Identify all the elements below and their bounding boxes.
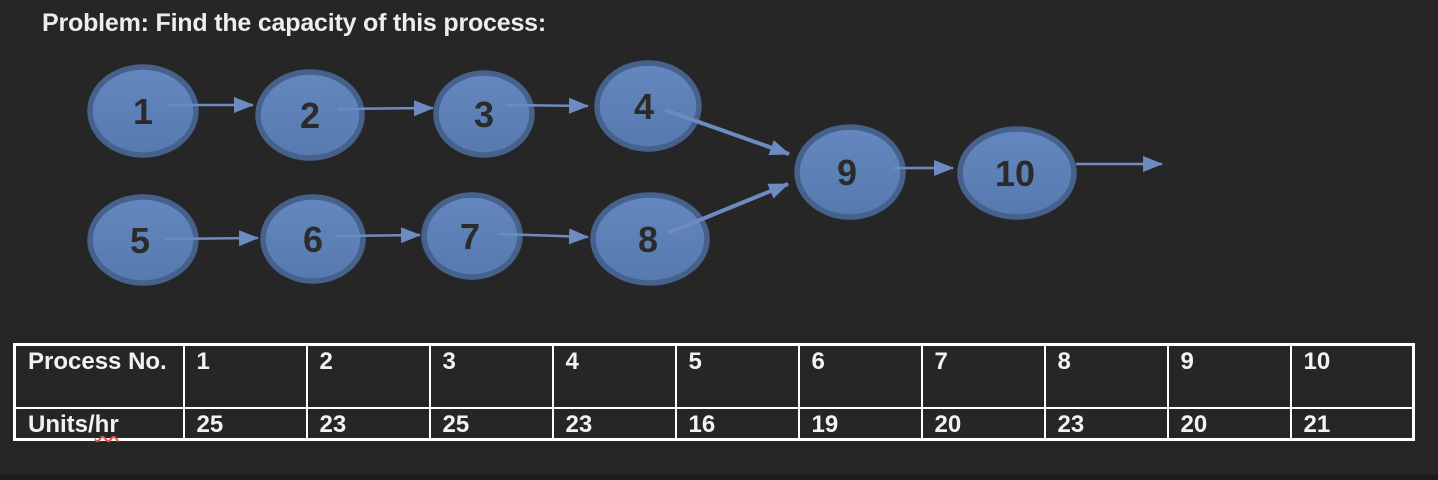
node-ellipse [87,64,199,158]
cell-units-3[interactable]: 25 [428,406,554,441]
connector-7-8 [498,228,589,245]
cell-units-7[interactable]: 20 [920,406,1046,441]
cell-process-3[interactable]: 3 [428,343,554,409]
process-table: Process No. 1 2 3 4 5 6 7 8 9 10 Units/h… [13,343,1415,442]
cell-units-5[interactable]: 16 [674,406,800,441]
cell-units-6[interactable]: 19 [797,406,923,441]
cell-units-1[interactable]: 25 [182,406,308,441]
node-label: 3 [474,94,494,135]
table-row-units-hr: Units/hr 25 23 25 23 16 19 20 23 20 21 [13,406,1415,441]
node-label: 7 [460,216,480,257]
node-ellipse [594,60,702,152]
process-node-5[interactable]: 5 [87,194,199,286]
node-label: 4 [634,86,654,127]
process-node-6[interactable]: 6 [260,194,366,284]
cell-units-9[interactable]: 20 [1166,406,1292,441]
process-node-4[interactable]: 4 [594,60,702,152]
cell-units-hr-header[interactable]: Units/hr [13,406,185,441]
process-node-10[interactable]: 10 [957,126,1077,220]
node-label: 10 [995,153,1035,194]
cell-units-4[interactable]: 23 [551,406,677,441]
process-flow-diagram: 1 2 3 4 5 6 7 8 [87,60,1163,286]
cell-process-6[interactable]: 6 [797,343,923,409]
cell-process-7[interactable]: 7 [920,343,1046,409]
node-label: 2 [300,95,320,136]
node-ellipse [794,124,906,220]
cell-process-2[interactable]: 2 [305,343,431,409]
bottom-edge-strip [0,475,1438,480]
slide-title: Problem: Find the capacity of this proce… [42,9,546,37]
node-label: 8 [638,219,658,260]
process-node-9[interactable]: 9 [794,124,906,220]
node-ellipse [433,70,535,158]
cell-units-2[interactable]: 23 [305,406,431,441]
node-ellipse [590,192,710,286]
cell-process-1[interactable]: 1 [182,343,308,409]
node-ellipse [260,194,366,284]
connector-2-3 [337,100,434,117]
node-label: 6 [303,219,323,260]
node-label: 1 [133,91,153,132]
node-label: 5 [130,220,150,261]
connector-6-7 [335,227,421,244]
node-ellipse [957,126,1077,220]
connector-3-4 [505,97,589,114]
connector-4-9 [664,108,790,156]
process-node-3[interactable]: 3 [433,70,535,158]
table-row-process-no: Process No. 1 2 3 4 5 6 7 8 9 10 [13,343,1415,409]
process-node-7[interactable]: 7 [421,192,523,280]
process-node-8[interactable]: 8 [590,192,710,286]
node-ellipse [421,192,523,280]
cell-process-8[interactable]: 8 [1043,343,1169,409]
units-label-prefix: Units/ [28,410,95,438]
cell-units-8[interactable]: 23 [1043,406,1169,441]
cell-process-no-header[interactable]: Process No. [13,343,185,409]
process-node-1[interactable]: 1 [87,64,199,158]
node-label: 9 [837,152,857,193]
cell-process-5[interactable]: 5 [674,343,800,409]
connector-8-9 [667,182,789,235]
connector-5-6 [164,230,259,247]
node-ellipse [255,69,365,161]
node-ellipse [87,194,199,286]
spellcheck-flagged-word: hr [94,410,119,438]
cell-process-9[interactable]: 9 [1166,343,1292,409]
cell-process-10[interactable]: 10 [1289,343,1415,409]
process-node-2[interactable]: 2 [255,69,365,161]
cell-process-4[interactable]: 4 [551,343,677,409]
cell-units-10[interactable]: 21 [1289,406,1415,441]
